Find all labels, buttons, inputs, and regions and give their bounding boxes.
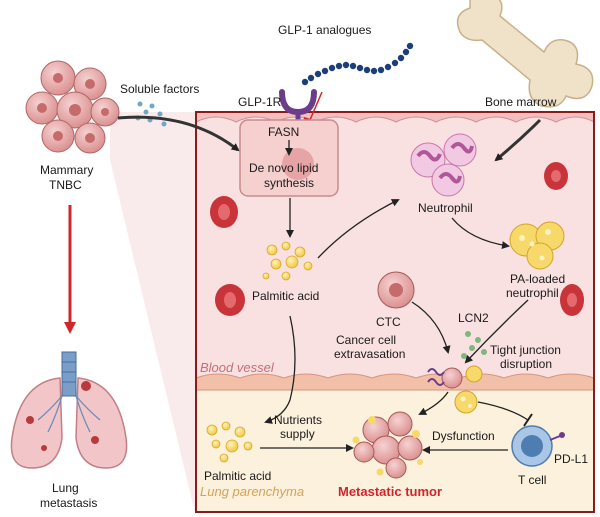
- pa-loaded-label-1: PA-loaded: [510, 272, 565, 286]
- pa-loaded-neutrophil-icon: [509, 221, 565, 270]
- zoom-cone: [110, 112, 196, 517]
- red-blood-cell-icon: [210, 196, 238, 228]
- red-blood-cell-icon: [215, 284, 245, 316]
- pa-loaded-neutrophil-small-icon: [454, 390, 478, 414]
- glp1r-label: GLP-1R: [238, 95, 282, 109]
- inhibition-to-tcell-line: [477, 401, 529, 421]
- lung-label-1: Lung: [52, 481, 79, 495]
- blood-vessel-label: Blood vessel: [200, 360, 275, 375]
- bone-icon: [456, 0, 594, 108]
- soluble-factors-arrow: [117, 115, 240, 152]
- de-novo-label-1: De novo lipid: [249, 161, 318, 175]
- t-cell-label: T cell: [518, 473, 546, 487]
- inhibition-line: [309, 91, 323, 121]
- de-novo-label-2: synthesis: [264, 176, 314, 190]
- extravasating-cell-icon: [427, 365, 483, 389]
- ctc-cell-icon: [377, 271, 415, 309]
- lcn2-arrow: [464, 299, 529, 364]
- metastatic-tumor-label: Metastatic tumor: [338, 484, 442, 499]
- ctc-to-extravasation-arrow: [411, 301, 451, 354]
- red-blood-cell-icon: [544, 162, 568, 190]
- lung-parenchyma-label: Lung parenchyma: [200, 484, 304, 499]
- panel-frame: [195, 111, 595, 513]
- pa-to-neutrophil-arrow: [317, 199, 400, 259]
- ctc-label: CTC: [376, 315, 401, 329]
- palmitic-acid-vessel-label: Palmitic acid: [252, 289, 319, 303]
- mammary-tumor-icon: [25, 60, 120, 154]
- lcn2-label: LCN2: [458, 311, 489, 325]
- cancer-cell-label-2: extravasation: [334, 347, 405, 361]
- cancer-cell-label-1: Cancer cell: [336, 333, 396, 347]
- tumor-cell-nucleus: [282, 148, 314, 180]
- extravasation-to-tumor-arrow: [418, 391, 449, 415]
- tight-junction-label-1: Tight junction: [490, 343, 561, 357]
- neutrophil-icon: [410, 133, 477, 197]
- mammary-label-1: Mammary: [40, 163, 93, 177]
- palmitic-acid-lung-label: Palmitic acid: [204, 469, 271, 483]
- tight-junction-label-2: disruption: [500, 357, 552, 371]
- dysfunction-label: Dysfunction: [432, 429, 495, 443]
- red-blood-cell-icon: [560, 284, 584, 316]
- nutrients-label-2: supply: [280, 427, 315, 441]
- bone-marrow-label: Bone marrow: [485, 95, 557, 109]
- neutrophil-to-loaded-arrow: [451, 217, 510, 250]
- pd-l1-label: PD-L1: [554, 452, 588, 466]
- pa-loaded-label-2: neutrophil: [506, 286, 559, 300]
- palmitic-acid-droplets-icon: [262, 241, 313, 281]
- fasn-label: FASN: [268, 125, 299, 139]
- inhibition-to-tcell-bar: [523, 413, 533, 427]
- glp1-analogue-chain: [301, 42, 414, 86]
- bone-to-neutrophil-arrow: [494, 118, 542, 162]
- mammary-label-2: TNBC: [49, 178, 82, 192]
- t-cell-icon: [511, 425, 565, 467]
- pa-to-parenchyma-arrow: [264, 315, 296, 424]
- lung-label-2: metastasis: [40, 496, 97, 510]
- palmitic-acid-droplets-icon: [206, 421, 253, 463]
- nutrients-label-1: Nutrients: [274, 413, 322, 427]
- endothelium-bottom: [195, 373, 595, 391]
- metastatic-tumor-icon: [352, 411, 423, 479]
- soluble-factors-label: Soluble factors: [120, 82, 199, 96]
- lungs-icon: [10, 351, 128, 469]
- neutrophil-label: Neutrophil: [418, 201, 473, 215]
- glp1-analogues-label: GLP-1 analogues: [278, 23, 371, 37]
